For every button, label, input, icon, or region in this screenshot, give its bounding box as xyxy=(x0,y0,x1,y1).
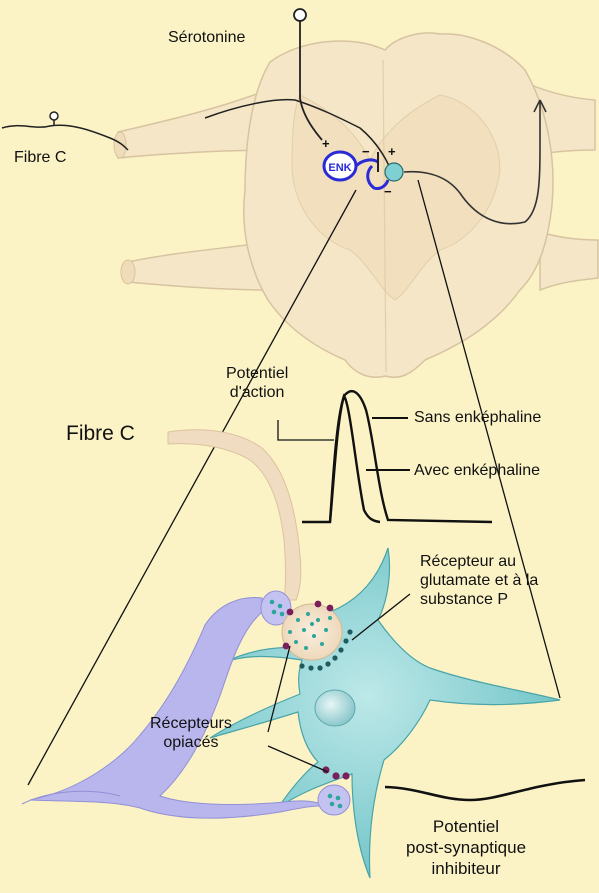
fibre-c-process xyxy=(168,430,301,600)
sign-plus-1: + xyxy=(322,136,330,151)
label-glutamate-receptor-line1: Récepteur au xyxy=(420,552,538,571)
label-opiate-receptors-line1: Récepteurs xyxy=(150,714,232,733)
label-opiate-receptors: Récepteurs opiacés xyxy=(150,714,232,752)
label-ipsp-line2: post-synaptique xyxy=(406,837,526,858)
label-opiate-receptors-line2: opiacés xyxy=(150,733,232,752)
label-without-enkephalin: Sans enképhaline xyxy=(414,408,541,427)
label-fibre-c-top: Fibre C xyxy=(14,148,66,167)
label-action-potential-line2: d'action xyxy=(226,383,288,402)
serotonin-neuron-marker xyxy=(294,9,306,21)
label-glutamate-receptor-line3: substance P xyxy=(420,590,538,609)
label-ipsp-line3: inhibiteur xyxy=(406,858,526,879)
ventral-root-right xyxy=(540,232,598,290)
fibre-c-ganglion-marker xyxy=(50,112,58,120)
relay-neuron-nucleus xyxy=(315,690,355,726)
sign-minus-1: − xyxy=(362,144,370,159)
label-with-enkephalin: Avec enképhaline xyxy=(414,461,540,480)
interneuron-terminal-bottom xyxy=(318,785,350,815)
sign-plus-2: + xyxy=(388,144,396,159)
label-glutamate-receptor-line2: glutamate et à la xyxy=(420,571,538,590)
label-ipsp: Potentiel post-synaptique inhibiteur xyxy=(406,816,526,879)
enk-label: ENK xyxy=(328,162,351,174)
sign-minus-2: − xyxy=(384,184,392,199)
trace-with-enkephalin xyxy=(330,396,380,522)
label-glutamate-receptor: Récepteur au glutamate et à la substance… xyxy=(420,552,538,609)
label-action-potential-line1: Potentiel xyxy=(226,364,288,383)
label-serotonin: Sérotonine xyxy=(168,28,245,47)
label-ipsp-line1: Potentiel xyxy=(406,816,526,837)
ipsp-trace xyxy=(385,780,585,800)
relay-neuron-terminal xyxy=(385,163,403,181)
spinal-cord-section xyxy=(114,33,598,377)
fibre-c-terminal xyxy=(282,601,342,660)
label-fibre-c-bottom: Fibre C xyxy=(66,424,135,443)
label-action-potential: Potentiel d'action xyxy=(226,364,288,402)
